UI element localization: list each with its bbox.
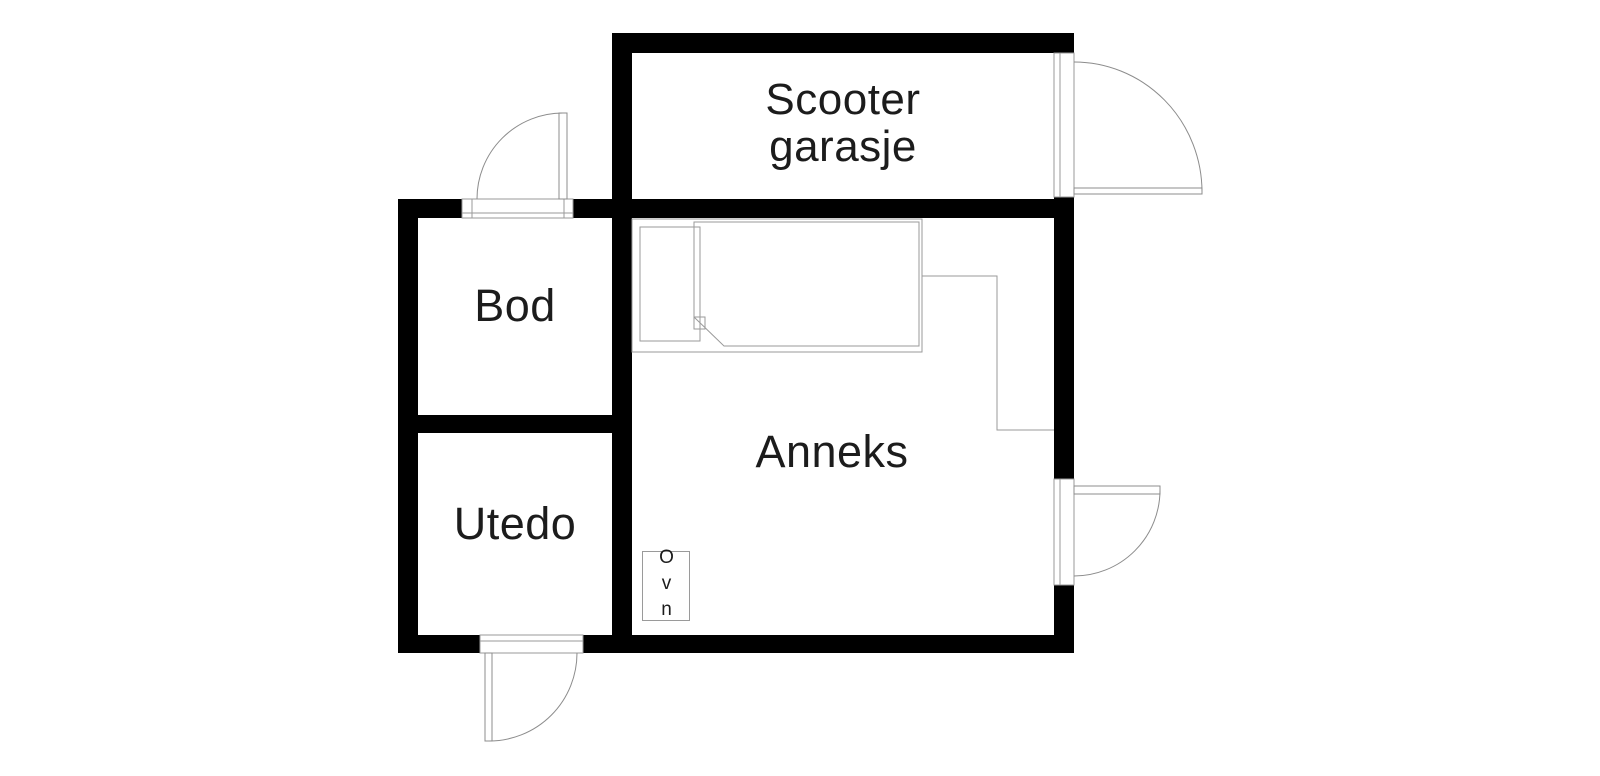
anneks-door-swing-arc [1073, 489, 1161, 577]
bed-pillow [639, 226, 701, 342]
room-label-utedo: Utedo [453, 498, 577, 549]
garage-door-frame [1053, 52, 1075, 198]
wall-right-mid [1054, 197, 1074, 479]
bed-frame [631, 218, 923, 353]
wall-right-lower [1054, 585, 1074, 653]
wall-mid-vertical [612, 199, 632, 653]
anneks-door [1053, 478, 1161, 586]
bod-door [461, 112, 574, 219]
wall-bod-utedo-divider [398, 415, 612, 433]
utedo-door [479, 634, 584, 742]
room-label-scooter-line2: garasje [769, 122, 917, 171]
room-label-bod: Bod [474, 280, 556, 331]
wall-garage-left [612, 33, 632, 218]
wall-garage-right-upper [1054, 33, 1074, 53]
garage-door-leaf [1073, 187, 1203, 195]
garage-door [1053, 52, 1203, 198]
utedo-door-leaf [484, 652, 493, 742]
wall-garage-top [612, 33, 1074, 53]
anneks-door-leaf [1073, 485, 1161, 495]
utedo-door-frame [479, 634, 584, 654]
bed-blanket-fold [693, 316, 706, 330]
bod-door-frame [461, 198, 574, 219]
bod-door-swing-arc [476, 112, 564, 200]
ovn-stove-box: Ovn [642, 547, 690, 625]
room-label-anneks: Anneks [755, 426, 909, 477]
counter-outline [922, 275, 1054, 431]
anneks-door-frame [1053, 478, 1075, 586]
ovn-label: Ovn [656, 547, 677, 625]
bed-blanket [693, 221, 920, 347]
bod-door-leaf [558, 112, 568, 200]
room-label-scooter-garasje: Scooter garasje [632, 76, 1054, 170]
garage-door-swing-arc [1073, 61, 1203, 193]
utedo-door-swing-arc [488, 652, 578, 742]
bed [631, 218, 923, 353]
room-label-scooter-line1: Scooter [765, 75, 921, 124]
